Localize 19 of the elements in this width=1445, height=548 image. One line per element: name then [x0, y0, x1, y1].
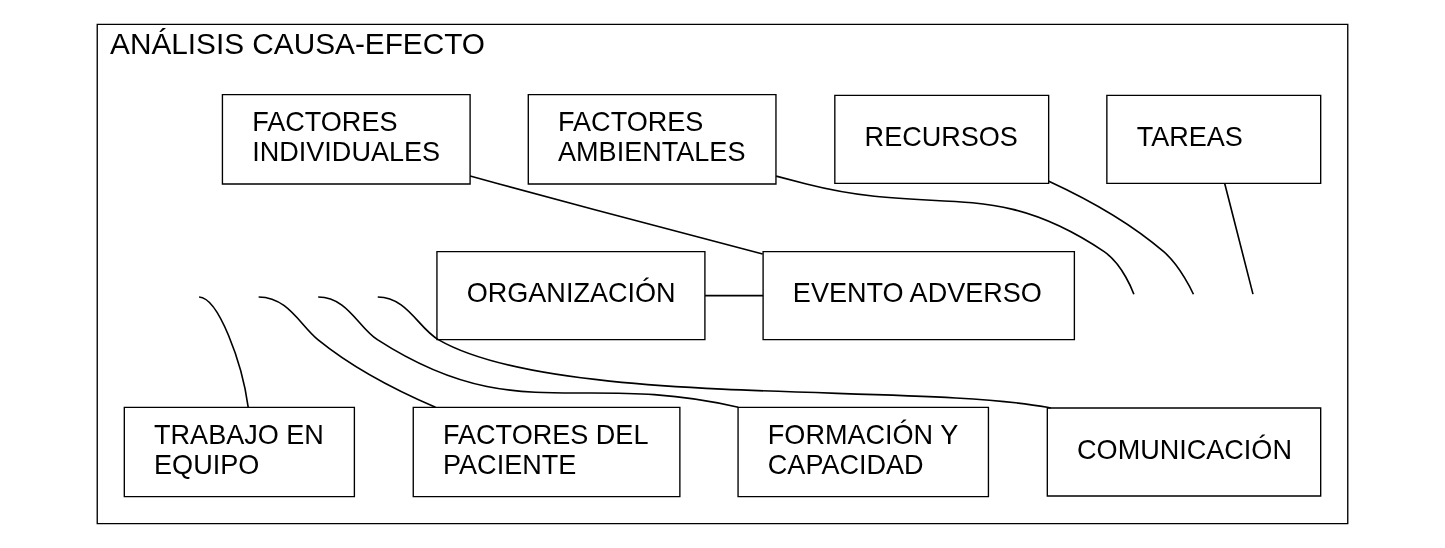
node-box: COMUNICACIÓN	[1046, 407, 1322, 497]
connector	[376, 296, 1052, 409]
connector	[1223, 182, 1254, 295]
connector	[1048, 180, 1195, 296]
connector	[704, 294, 764, 297]
node-box: TRABAJO EN EQUIPO	[123, 406, 356, 498]
node-box: FORMACIÓN Y CAPACIDAD	[737, 406, 990, 498]
node-box: EVENTO ADVERSO	[762, 251, 1076, 341]
node-box: TAREAS	[1106, 94, 1322, 184]
node-box: RECURSOS	[834, 94, 1050, 184]
node-box: FACTORES DEL PACIENTE	[412, 406, 681, 498]
node-box: FACTORES INDIVIDUALES	[221, 94, 471, 185]
connector	[198, 296, 250, 409]
node-box: FACTORES AMBIENTALES	[527, 94, 777, 185]
node-box: ORGANIZACIÓN	[436, 251, 706, 341]
connector	[257, 296, 437, 409]
connector	[317, 296, 740, 408]
connector	[469, 175, 764, 255]
connector	[775, 175, 1135, 296]
